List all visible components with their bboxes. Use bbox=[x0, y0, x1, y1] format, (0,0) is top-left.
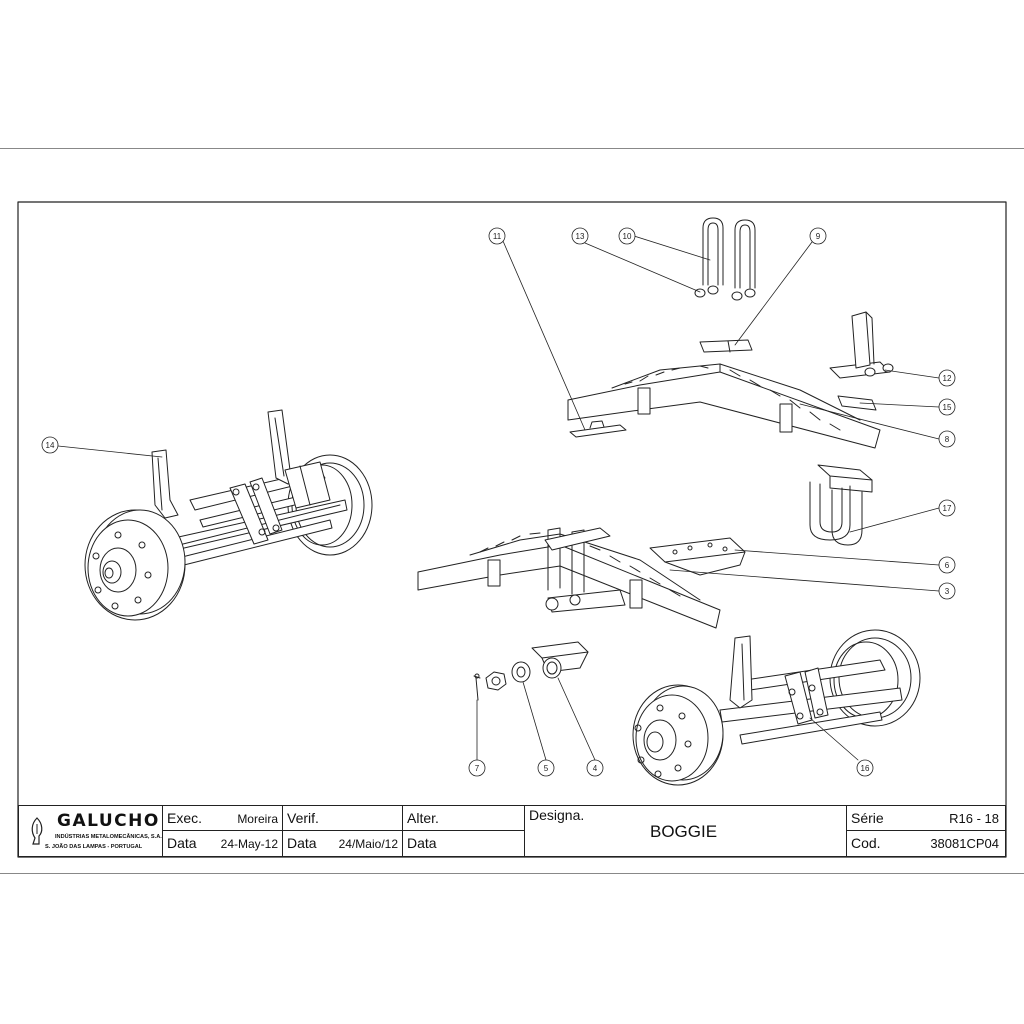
upper-leaf-spring-8 bbox=[567, 363, 881, 449]
callout-15: 15 bbox=[943, 403, 952, 412]
right-axle-assembly bbox=[632, 629, 921, 786]
callout-9: 9 bbox=[816, 232, 821, 241]
callout-7: 7 bbox=[475, 764, 480, 773]
alter-cell: Alter. Data bbox=[403, 806, 525, 856]
exec-cell: Exec. Moreira Data 24-May-12 bbox=[163, 806, 283, 856]
cod-label: Cod. bbox=[851, 835, 881, 851]
leader-lines bbox=[57, 235, 940, 761]
exec-value: Moreira bbox=[237, 812, 278, 826]
left-axle-assembly bbox=[84, 409, 373, 621]
callout-numbers: 11 13 10 9 12 15 8 17 6 3 14 7 5 4 16 bbox=[46, 232, 952, 773]
verif-date-label: Data bbox=[287, 835, 317, 851]
title-block: GALUCHO INDÚSTRIAS METALOMECÂNICAS, S.A.… bbox=[18, 805, 1006, 857]
verif-date: 24/Maio/12 bbox=[338, 837, 398, 851]
alter-label: Alter. bbox=[407, 810, 439, 826]
callout-13: 13 bbox=[576, 232, 585, 241]
front-hanger-bracket bbox=[151, 449, 179, 519]
callout-3: 3 bbox=[945, 587, 950, 596]
callout-5: 5 bbox=[544, 764, 549, 773]
tall-hanger-bracket-right bbox=[729, 635, 753, 709]
callout-12: 12 bbox=[943, 374, 952, 383]
company-name: GALUCHO bbox=[57, 811, 160, 831]
company-cell: GALUCHO INDÚSTRIAS METALOMECÂNICAS, S.A.… bbox=[19, 806, 163, 856]
part-10-u-bolts bbox=[702, 217, 756, 289]
callout-bubbles bbox=[41, 227, 956, 777]
callout-10: 10 bbox=[623, 232, 632, 241]
exec-label: Exec. bbox=[167, 810, 203, 826]
nut-hex bbox=[485, 671, 507, 691]
wheel-studs bbox=[92, 531, 152, 610]
callout-14: 14 bbox=[46, 441, 55, 450]
exec-date: 24-May-12 bbox=[220, 837, 278, 851]
sheet-bottom-edge bbox=[0, 873, 1024, 874]
designation-cell: Designa. BOGGIE bbox=[525, 806, 847, 856]
drawing-frame bbox=[17, 201, 1007, 858]
company-logo-icon bbox=[31, 817, 43, 845]
verif-label: Verif. bbox=[287, 810, 319, 826]
cod-value: 38081CP04 bbox=[930, 836, 999, 851]
designation-label: Designa. bbox=[529, 807, 585, 823]
callout-4: 4 bbox=[593, 764, 598, 773]
wheel-studs-right bbox=[634, 704, 692, 778]
part-17-u-bolt-block bbox=[809, 464, 873, 546]
equaliser-plate-6 bbox=[649, 537, 746, 563]
far-brake-drum-right bbox=[829, 629, 921, 727]
company-line-1: INDÚSTRIAS METALOMECÂNICAS, S.A. bbox=[55, 834, 162, 840]
callout-16: 16 bbox=[861, 764, 870, 773]
alter-date-label: Data bbox=[407, 835, 437, 851]
part-11-plate bbox=[569, 424, 627, 438]
serie-label: Série bbox=[851, 810, 884, 826]
part-7-pin bbox=[473, 675, 481, 701]
callout-17: 17 bbox=[943, 504, 952, 513]
designation-value: BOGGIE bbox=[650, 822, 718, 841]
part-12-bracket bbox=[829, 311, 894, 379]
lower-leaf-spring-3 bbox=[417, 527, 746, 629]
part-4-housing bbox=[531, 641, 589, 679]
callout-6: 6 bbox=[945, 561, 950, 570]
part-15-plate bbox=[837, 395, 877, 411]
verif-cell: Verif. Data 24/Maio/12 bbox=[283, 806, 403, 856]
serie-value: R16 - 18 bbox=[949, 811, 999, 826]
part-13-nuts bbox=[694, 285, 756, 301]
callout-8: 8 bbox=[945, 435, 950, 444]
part-5-washer bbox=[511, 661, 531, 683]
company-line-2: S. JOÃO DAS LAMPAS - PORTUGAL bbox=[45, 844, 143, 850]
callout-11: 11 bbox=[493, 232, 502, 241]
sheet-top-edge bbox=[0, 148, 1024, 149]
part-9-clamp-plate bbox=[699, 339, 753, 353]
exec-date-label: Data bbox=[167, 835, 197, 851]
serie-cod-cell: Série R16 - 18 Cod. 38081CP04 bbox=[847, 806, 1005, 856]
